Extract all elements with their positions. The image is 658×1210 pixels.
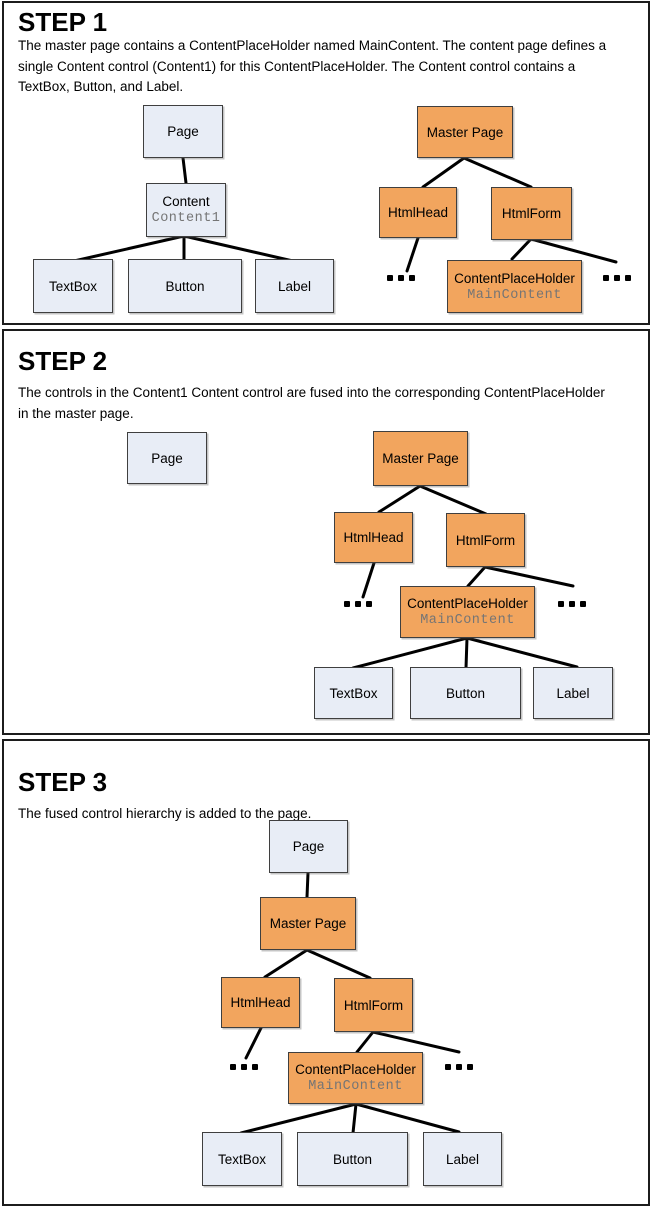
- connector-htmlhead-ellipsis: [405, 236, 420, 273]
- node-master-page: Master Page: [373, 431, 468, 486]
- node-htmlform: HtmlForm: [446, 513, 525, 567]
- node-textbox: TextBox: [314, 667, 393, 719]
- connector-htmlform-ellipsis: [529, 237, 618, 264]
- node-page: Page: [269, 820, 348, 873]
- connector-content-label: [182, 234, 295, 263]
- node-page-label: Page: [167, 124, 199, 139]
- node-button-label: Button: [332, 1151, 373, 1167]
- node-htmlhead: HtmlHead: [221, 977, 300, 1028]
- node-page: Page: [127, 432, 207, 484]
- connector-content-textbox: [72, 234, 186, 263]
- node-page-label: Page: [292, 839, 325, 854]
- panel-step3: STEP 3 The fused control hierarchy is ad…: [2, 739, 650, 1206]
- connector-cph-button: [464, 636, 469, 670]
- connector-master-htmlform: [418, 484, 488, 516]
- node-button-label: Button: [445, 685, 486, 701]
- connector-htmlform-ellipsis: [483, 565, 575, 588]
- node-contentplaceholder-label: ContentPlaceHolder: [295, 1062, 416, 1077]
- node-master-page-label: Master Page: [426, 124, 504, 140]
- node-htmlform-label: HtmlForm: [343, 997, 404, 1013]
- node-content-label: Content: [162, 194, 210, 209]
- node-master-page: Master Page: [260, 897, 356, 950]
- node-button: Button: [410, 667, 521, 719]
- panel-step1: STEP 1 The master page contains a Conten…: [2, 1, 650, 325]
- node-content-sublabel: Content1: [151, 211, 221, 226]
- connector-master-htmlform: [305, 948, 372, 980]
- ellipsis-left: [387, 275, 415, 281]
- connector-cph-textbox: [351, 636, 469, 670]
- ellipsis-right: [558, 601, 586, 607]
- node-page: Page: [143, 105, 223, 158]
- node-button-label: Button: [165, 278, 205, 294]
- node-contentplaceholder-label: ContentPlaceHolder: [454, 270, 575, 286]
- node-textbox: TextBox: [33, 259, 113, 313]
- ellipsis-left: [344, 601, 372, 607]
- node-htmlform: HtmlForm: [334, 978, 413, 1032]
- node-textbox-label: TextBox: [48, 278, 98, 294]
- node-htmlhead-label: HtmlHead: [230, 995, 291, 1010]
- connector-htmlhead-ellipsis: [361, 561, 376, 599]
- connector-htmlform-ellipsis: [371, 1030, 461, 1054]
- connector-htmlform-cph: [355, 1030, 375, 1054]
- connector-htmlform-cph: [510, 237, 533, 261]
- connector-htmlhead-ellipsis: [244, 1026, 263, 1060]
- ellipsis-left: [230, 1064, 258, 1070]
- node-button: Button: [297, 1132, 408, 1186]
- step1-description: The master page contains a ContentPlaceH…: [18, 38, 607, 94]
- node-label-label: Label: [277, 278, 312, 294]
- node-textbox-label: TextBox: [329, 685, 378, 701]
- step2-title: STEP 2: [18, 346, 108, 376]
- connector-cph-label: [354, 1102, 461, 1134]
- node-button: Button: [128, 259, 242, 313]
- node-label: Label: [533, 667, 613, 719]
- node-textbox: TextBox: [202, 1132, 282, 1186]
- node-label: Label: [255, 259, 334, 313]
- step2-description: The controls in the Content1 Content con…: [18, 385, 605, 421]
- node-master-page-label: Master Page: [382, 451, 459, 466]
- connector-cph-textbox: [239, 1102, 358, 1135]
- node-content: Content Content1: [146, 183, 226, 237]
- connector-cph-label: [465, 636, 579, 669]
- node-master-page-label: Master Page: [269, 916, 347, 931]
- connector-master-htmlhead: [263, 948, 309, 979]
- connector-master-htmlhead: [421, 156, 466, 189]
- node-contentplaceholder: ContentPlaceHolder MainContent: [288, 1052, 423, 1104]
- node-htmlhead-label: HtmlHead: [387, 205, 449, 220]
- ellipsis-right: [603, 275, 631, 281]
- node-textbox-label: TextBox: [217, 1151, 267, 1167]
- node-htmlhead-label: HtmlHead: [343, 530, 404, 545]
- node-label-label: Label: [556, 685, 590, 701]
- node-htmlhead: HtmlHead: [379, 187, 457, 238]
- node-htmlform-label: HtmlForm: [501, 206, 562, 221]
- node-htmlform: HtmlForm: [491, 187, 572, 240]
- step1-title: STEP 1: [18, 7, 108, 37]
- node-contentplaceholder-sublabel: MainContent: [467, 287, 562, 303]
- node-htmlhead: HtmlHead: [334, 512, 413, 563]
- connector-master-htmlhead: [377, 484, 422, 514]
- connector-htmlform-cph: [466, 565, 487, 588]
- node-contentplaceholder-sublabel: MainContent: [420, 613, 515, 628]
- connector-master-htmlform: [462, 156, 533, 189]
- node-contentplaceholder-label: ContentPlaceHolder: [407, 596, 528, 611]
- node-label: Label: [423, 1132, 502, 1186]
- connector-cph-button: [351, 1102, 358, 1135]
- node-page-label: Page: [151, 450, 183, 466]
- node-master-page: Master Page: [417, 106, 513, 158]
- node-contentplaceholder: ContentPlaceHolder MainContent: [447, 260, 582, 313]
- node-label-label: Label: [445, 1151, 480, 1167]
- node-contentplaceholder: ContentPlaceHolder MainContent: [400, 586, 535, 638]
- ellipsis-right: [445, 1064, 473, 1070]
- panel-step2: STEP 2 The controls in the Content1 Cont…: [2, 329, 650, 735]
- node-contentplaceholder-sublabel: MainContent: [308, 1079, 403, 1094]
- step3-title: STEP 3: [18, 767, 108, 797]
- connector-page-master: [305, 871, 310, 899]
- step3-description: The fused control hierarchy is added to …: [18, 806, 312, 821]
- node-htmlform-label: HtmlForm: [455, 532, 516, 548]
- connector-page-content: [181, 156, 188, 185]
